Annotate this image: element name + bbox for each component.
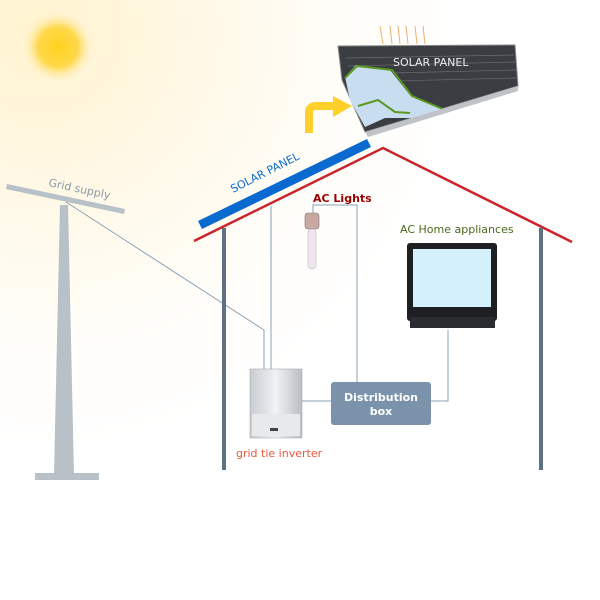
grid-tie-inverter-icon: [249, 368, 303, 439]
solar-panel-detail-label: SOLAR PANEL: [393, 56, 469, 69]
house-roof: [193, 146, 573, 244]
ac-home-appliances-label: AC Home appliances: [400, 223, 514, 236]
arrow-icon: [305, 96, 352, 133]
distribution-box-label-line2: box: [370, 405, 393, 418]
solar-panel-illustration: SOLAR PANEL: [337, 25, 519, 137]
roof-solar-panel: [198, 139, 371, 229]
sun-icon: [22, 11, 94, 83]
ac-lights-label: AC Lights: [313, 192, 372, 205]
grid-tie-inverter-label: grid tie inverter: [236, 447, 323, 460]
house-wall-left: [222, 228, 226, 470]
wiring: [65, 201, 449, 402]
television-icon: [407, 243, 497, 328]
light-bulb-icon: [304, 212, 320, 270]
distribution-box: Distribution box: [331, 382, 431, 425]
utility-pole: [6, 184, 125, 480]
house-wall-right: [539, 228, 543, 470]
distribution-box-label-line1: Distribution: [344, 391, 418, 404]
